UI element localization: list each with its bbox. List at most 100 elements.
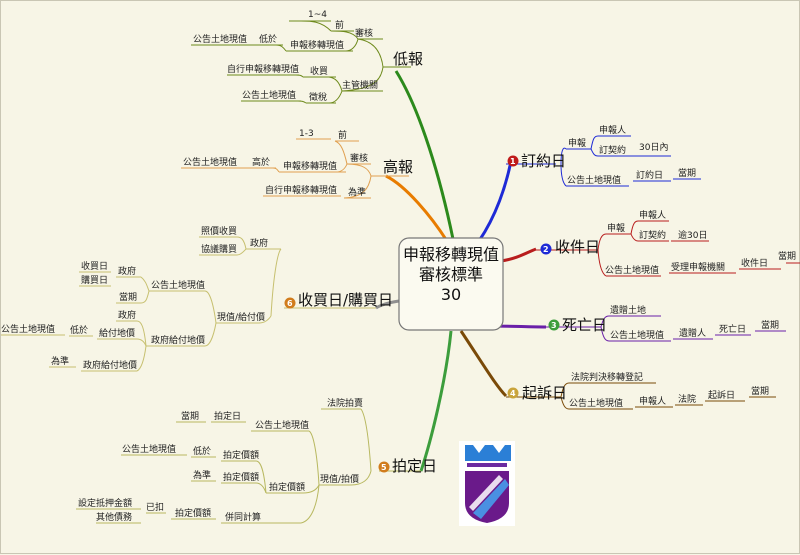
bai-fayuanpai: 法院拍賣 — [327, 397, 363, 409]
central-box — [398, 237, 504, 331]
shoumai-num: 6 — [287, 299, 293, 308]
ding-label: 訂約日 — [521, 152, 566, 170]
si-dangqi: 當期 — [761, 319, 779, 331]
qisu-num: 4 — [510, 389, 516, 398]
bai-gonggao: 公告土地現值 — [255, 419, 309, 431]
di-gonggao: 公告土地現值 — [193, 33, 247, 45]
bai-paidingjiae3: 拍定價額 — [223, 471, 259, 483]
di-label: 低報 — [393, 50, 423, 68]
gao-zixing: 自行申報移轉現值 — [265, 184, 337, 196]
branch-shou-main — [500, 247, 537, 263]
ding-dingyueri: 訂約日 — [636, 169, 663, 181]
central-line-2: 審核標準 — [419, 265, 483, 284]
gao-subtree — [181, 138, 409, 199]
bai-bingtong: 併同計算 — [225, 511, 261, 523]
shou-yu30: 逾30日 — [678, 229, 707, 241]
qisu-dangqi: 當期 — [751, 385, 769, 397]
shoumai-dangqi: 當期 — [119, 291, 137, 303]
bai-paidingjiae1: 拍定價額 — [223, 449, 259, 461]
si-num: 3 — [551, 321, 557, 330]
bai-paidingjiae2: 拍定價額 — [269, 481, 305, 493]
logo-text-bar — [467, 463, 507, 467]
ding-shenbaoren: 申報人 — [599, 124, 626, 136]
branch-curves — [375, 70, 547, 472]
di-range: 1~4 — [308, 10, 327, 20]
logo-stripe-light — [469, 475, 503, 511]
si-gonggao: 公告土地現值 — [610, 329, 664, 341]
bai-diyu: 低於 — [193, 445, 211, 457]
gao-label: 高報 — [383, 158, 413, 176]
si-subtree — [546, 315, 786, 342]
qisu-fayuanpan: 法院判決移轉登記 — [571, 371, 643, 383]
bai-subtree — [76, 408, 421, 524]
qisu-gonggao: 公告土地現值 — [569, 397, 623, 409]
shou-gonggao: 公告土地現值 — [605, 264, 659, 276]
branch-gao-main — [385, 174, 449, 242]
si-label: 死亡日 — [562, 316, 607, 334]
di-zixing: 自行申報移轉現值 — [227, 63, 299, 75]
bai-qita: 其他債務 — [96, 511, 132, 523]
di-shoumai: 收買 — [310, 65, 328, 77]
shoumai-zhengfugei2: 政府給付地價 — [83, 359, 137, 371]
shoumai-zhengfugei: 政府給付地價 — [151, 334, 205, 346]
shoumai-gonggao3: 公告土地現值 — [1, 323, 55, 335]
qisu-subtree — [506, 382, 776, 410]
central-line-3: 30 — [441, 285, 461, 304]
ding-number-badge — [507, 155, 519, 167]
bai-paidingjiae4: 拍定價額 — [175, 507, 211, 519]
di-diyu: 低於 — [259, 33, 277, 45]
shou-shouli: 受理申報機關 — [671, 261, 725, 273]
shoumai-shoumairi: 收買日 — [81, 260, 108, 272]
gao-shenbaoyi: 申報移轉現值 — [283, 160, 337, 172]
shoumai-zhengfu1: 政府 — [250, 237, 268, 249]
ding-dingqiyue: 訂契約 — [599, 144, 626, 156]
shoumai-xianzhigei: 現值/給付價 — [217, 311, 265, 323]
shoumai-number-badge — [284, 297, 296, 309]
shou-shenbaoren: 申報人 — [639, 209, 666, 221]
shou-label: 收件日 — [555, 238, 600, 256]
di-gonggao2: 公告土地現值 — [242, 89, 296, 101]
gao-shenhe: 審核 — [350, 152, 368, 164]
logo-stripe — [473, 479, 509, 519]
si-siwangri: 死亡日 — [719, 323, 746, 335]
bai-xianzhi: 現值/拍價 — [320, 473, 359, 485]
si-yizeng: 遺贈土地 — [610, 304, 646, 316]
bai-sheding: 設定抵押金額 — [78, 497, 132, 509]
ding-dangqi: 當期 — [678, 167, 696, 179]
shoumai-diyu: 低於 — [70, 324, 88, 336]
di-zhengshui: 徵稅 — [309, 91, 327, 103]
ding-num: 1 — [510, 157, 516, 166]
gao-range: 1-3 — [299, 129, 314, 139]
bai-yikou: 已扣 — [146, 501, 164, 513]
gao-gaoyu: 高於 — [252, 156, 270, 168]
shoumai-label: 收買日/購買日 — [298, 291, 393, 309]
shoumai-weizhun: 為準 — [51, 355, 69, 367]
shoumai-zhengfu2: 政府 — [118, 265, 136, 277]
central-topic: 申報移轉現值 審核標準 30 — [398, 237, 504, 331]
shou-dingqiyue: 訂契約 — [639, 229, 666, 241]
gao-weizhun: 為準 — [348, 186, 366, 198]
logo-mountain-shape — [465, 445, 511, 461]
central-line-1: 申報移轉現值 — [403, 245, 499, 264]
si-number-badge — [548, 319, 560, 331]
di-zhuguan: 主管機關 — [342, 79, 378, 91]
bai-label: 拍定日 — [392, 457, 437, 475]
di-subtree — [191, 20, 411, 104]
bai-dangqi: 當期 — [181, 410, 199, 422]
shoumai-zhaojia: 照價收買 — [201, 225, 237, 237]
qisu-shenbaoren: 申報人 — [639, 395, 666, 407]
shou-subtree — [536, 220, 800, 277]
si-yizengren: 遺贈人 — [679, 327, 706, 339]
shoumai-subtree — [1, 236, 376, 372]
gao-gonggao: 公告土地現值 — [183, 156, 237, 168]
ding-gonggao: 公告土地現值 — [567, 174, 621, 186]
bai-gonggao2: 公告土地現值 — [122, 443, 176, 455]
shou-number-badge — [540, 243, 552, 255]
gao-qian: 前 — [338, 129, 347, 141]
shoumai-zhengfu3: 政府 — [118, 309, 136, 321]
shou-num: 2 — [543, 245, 549, 254]
branch-ding-main — [477, 160, 513, 242]
bai-weizhun: 為準 — [193, 469, 211, 481]
